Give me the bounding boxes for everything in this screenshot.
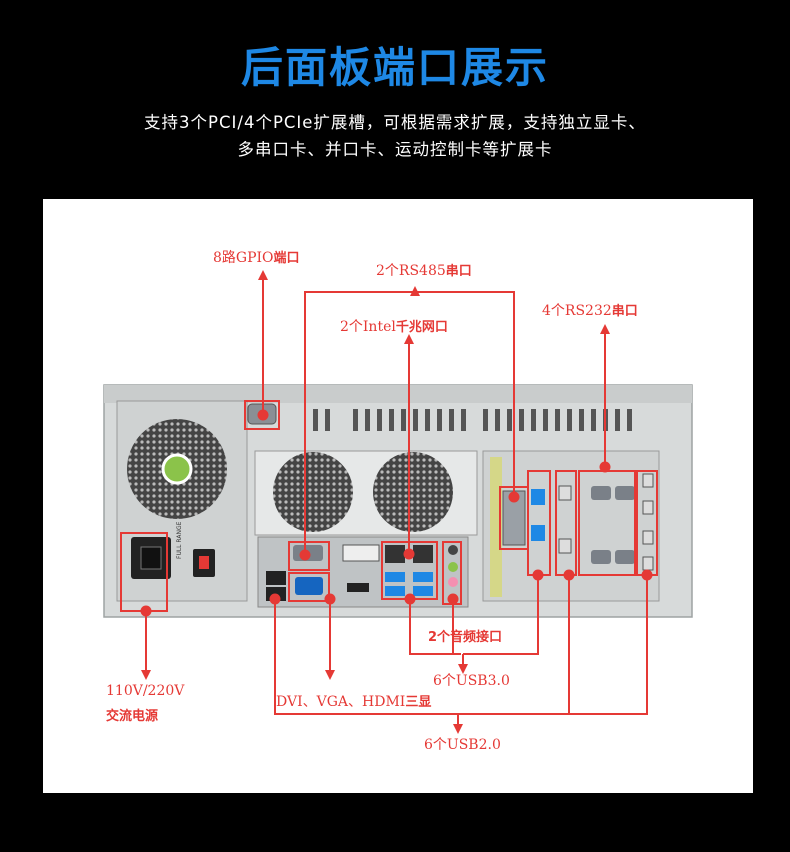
callout-usb2: 6个USB2.0: [424, 737, 501, 753]
subtitle-line-2: 多串口卡、并口卡、运动控制卡等扩展卡: [237, 140, 553, 159]
callout-display: DVI、VGA、HDMI三显: [276, 694, 431, 710]
callout-gpio: 8路GPIO端口: [213, 250, 300, 266]
page-title: 后面板端口展示: [240, 43, 549, 92]
callout-power-voltage: 110V/220V: [106, 683, 185, 699]
psu-label: FULL RANGE: [176, 521, 183, 559]
chassis-fans: [254, 450, 478, 536]
callout-usb3: 6个USB3.0: [433, 673, 510, 689]
rear-panel-figure: FULL RANGE: [43, 199, 753, 793]
callout-rs232: 4个RS232串口: [542, 303, 638, 319]
callout-lan: 2个Intel千兆网口: [340, 319, 448, 335]
callout-lines: [141, 270, 648, 734]
rear-panel-diagram: FULL RANGE: [103, 250, 693, 753]
power-supply: FULL RANGE: [116, 400, 248, 602]
callout-audio: 2个音频接口: [428, 629, 502, 645]
psu-fan-hub: [161, 453, 193, 485]
callout-dots: [140, 409, 653, 617]
subtitle-line-1: 支持3个PCI/4个PCIe扩展槽，可根据需求扩展，支持独立显卡、: [144, 113, 646, 132]
callout-power-type: 交流电源: [106, 708, 158, 724]
callout-rs485: 2个RS485串口: [376, 263, 472, 279]
callout-boxes: [120, 400, 658, 612]
